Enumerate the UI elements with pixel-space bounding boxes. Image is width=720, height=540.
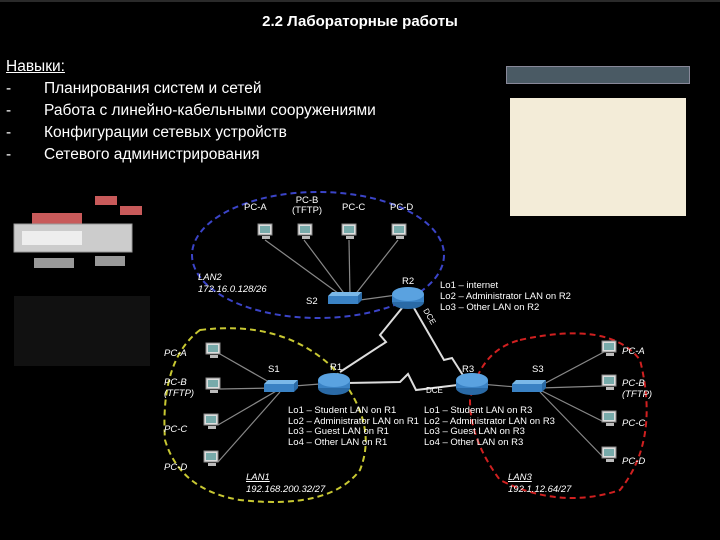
pc-label: PC-C	[622, 418, 645, 429]
pc-icon	[298, 224, 312, 239]
pc-label: (TFTP)	[622, 389, 652, 400]
pc-icon	[602, 411, 616, 426]
loopback-label: Lo1 – internet	[440, 280, 571, 291]
r3-loopbacks: Lo1 – Student LAN on R3 Lo2 – Administra…	[424, 406, 555, 448]
lan-network: 192.1.12.64/27	[508, 484, 571, 495]
pc-icon	[206, 378, 220, 393]
pc-label: PC-B	[164, 377, 187, 388]
switch-icon	[328, 292, 362, 304]
pc-icon	[392, 224, 406, 239]
lan-name: LAN2	[198, 272, 222, 283]
lan-network: 172.16.0.128/26	[198, 284, 267, 295]
pc-label: PC-A	[244, 202, 267, 213]
pc-icon	[204, 414, 218, 429]
loopback-label: Lo3 – Other LAN on R2	[440, 302, 571, 313]
r2-loopbacks: Lo1 – internet Lo2 – Administrator LAN o…	[440, 280, 571, 313]
pc-icon	[602, 375, 616, 390]
pc-label: PC-C	[164, 424, 187, 435]
pc-icon	[206, 343, 220, 358]
loopback-label: Lo3 – Guest LAN on R3	[424, 427, 555, 438]
pc-label: PC-A	[622, 346, 645, 357]
lan-name: LAN1	[246, 472, 270, 483]
switch-icon	[512, 380, 546, 392]
pc-label: PC-D	[390, 202, 413, 213]
loopback-label: Lo2 – Administrator LAN on R2	[440, 291, 571, 302]
pc-label: PC-D	[622, 456, 645, 467]
lan-name: LAN3	[508, 472, 532, 483]
r1-loopbacks: Lo1 – Student LAN on R1 Lo2 – Administra…	[288, 406, 419, 448]
serial-links	[340, 308, 466, 390]
loopback-label: Lo3 – Guest LAN on R1	[288, 427, 419, 438]
pc-label: PC-C	[342, 202, 365, 213]
device-label: S3	[532, 364, 544, 375]
pc-label: PC-A	[164, 348, 187, 359]
pc-icon	[342, 224, 356, 239]
switch-icon	[264, 380, 298, 392]
pc-label: PC-B (TFTP)	[292, 196, 322, 216]
router-icon	[318, 373, 350, 395]
pc-icon	[204, 451, 218, 466]
pc-icon	[602, 341, 616, 356]
lan-network: 192.168.200.32/27	[246, 484, 325, 495]
pc-label: PC-B	[622, 378, 645, 389]
device-label: S1	[268, 364, 280, 375]
pc-icon	[258, 224, 272, 239]
device-mockup-image	[14, 196, 150, 366]
device-label: R1	[330, 362, 342, 373]
loopback-label: Lo1 – Student LAN on R1	[288, 406, 419, 417]
pc-label: (TFTP)	[164, 388, 194, 399]
router-icon	[456, 373, 488, 395]
device-label: R2	[402, 276, 414, 287]
lan2-links	[265, 240, 404, 300]
loopback-label: Lo4 – Other LAN on R1	[288, 438, 419, 449]
loopback-label: Lo4 – Other LAN on R3	[424, 438, 555, 449]
router-icon	[392, 287, 424, 309]
pc-label: PC-D	[164, 462, 187, 473]
pc-icon	[602, 447, 616, 462]
device-label: R3	[462, 364, 474, 375]
device-label: S2	[306, 296, 318, 307]
loopback-label: Lo1 – Student LAN on R3	[424, 406, 555, 417]
dce-label: DCE	[426, 386, 443, 395]
